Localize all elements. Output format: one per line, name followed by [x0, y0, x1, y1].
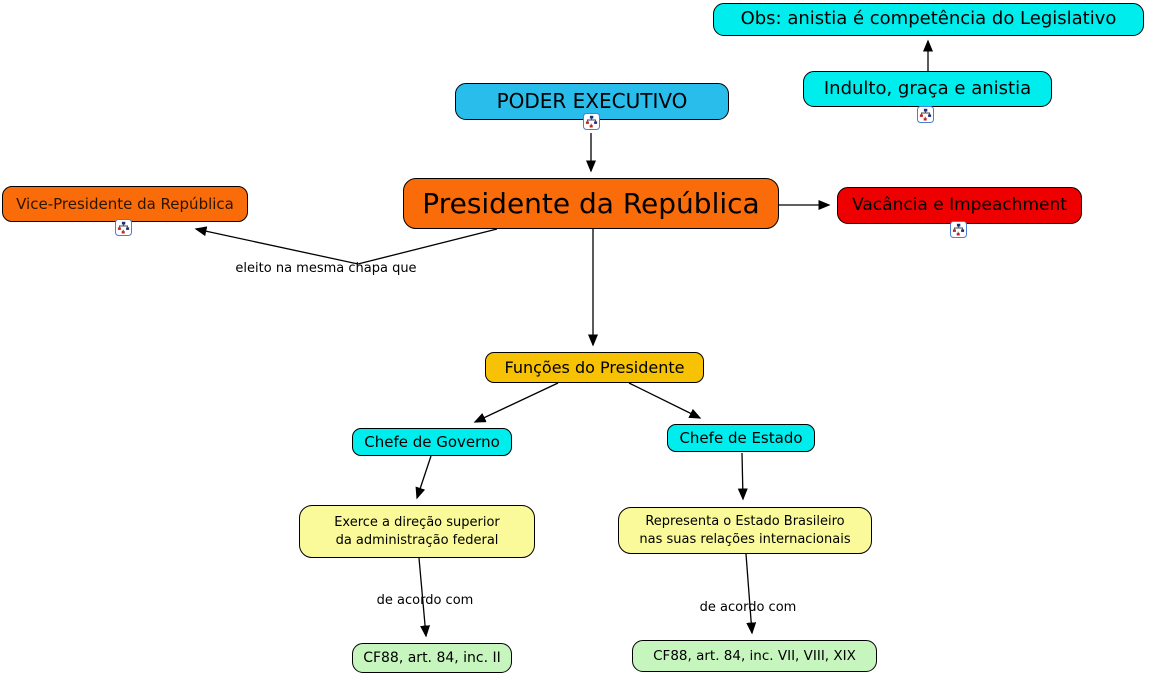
node-exerce-direcao[interactable]: Exerce a direção superior da administraç…: [299, 505, 535, 558]
node-cf88-inc-vii-viii-xix[interactable]: CF88, art. 84, inc. VII, VIII, XIX: [632, 640, 877, 672]
node-vacancia-impeachment[interactable]: Vacância e Impeachment: [837, 187, 1082, 224]
node-obs-anistia[interactable]: Obs: anistia é competência do Legislativ…: [713, 3, 1144, 36]
node-representa-estado[interactable]: Representa o Estado Brasileiro nas suas …: [618, 507, 872, 554]
link-label-eleito-na-mesma-chapa[interactable]: eleito na mesma chapa que: [235, 261, 417, 276]
node-cf88-inc-ii[interactable]: CF88, art. 84, inc. II: [352, 643, 512, 673]
node-funcoes-presidente[interactable]: Funções do Presidente: [485, 352, 704, 383]
link-label-de-acordo-com-left[interactable]: de acordo com: [376, 593, 474, 608]
resource-link-icon[interactable]: [917, 106, 934, 123]
resource-link-icon[interactable]: [950, 221, 967, 238]
node-presidente-republica[interactable]: Presidente da República: [403, 178, 779, 229]
node-chefe-governo[interactable]: Chefe de Governo: [352, 428, 512, 456]
link-label-de-acordo-com-right[interactable]: de acordo com: [699, 600, 797, 615]
node-vice-presidente[interactable]: Vice-Presidente da República: [2, 186, 248, 222]
node-indulto-graca-anistia[interactable]: Indulto, graça e anistia: [803, 71, 1052, 107]
resource-link-icon[interactable]: [583, 113, 600, 130]
node-chefe-estado[interactable]: Chefe de Estado: [667, 424, 815, 452]
resource-link-icon[interactable]: [115, 219, 132, 236]
